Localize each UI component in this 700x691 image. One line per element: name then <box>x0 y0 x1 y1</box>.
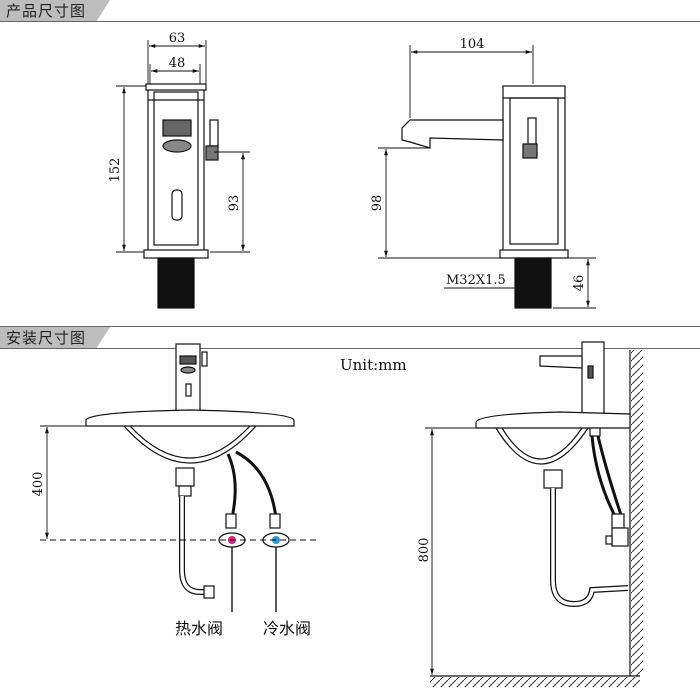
front-view-dimensions <box>116 40 250 253</box>
floor <box>430 675 640 687</box>
dim-width-body: 48 <box>169 56 186 71</box>
install-section-tab: 安装尺寸图 <box>0 327 111 349</box>
unit-label: Unit:mm <box>340 356 407 374</box>
dim-height-from-floor: 800 <box>417 538 432 563</box>
basin-side-install <box>475 341 631 608</box>
install-front-dimensions <box>40 425 320 541</box>
basin-front-install <box>85 343 295 612</box>
section-divider-top <box>0 21 700 22</box>
dim-spout-height: 98 <box>370 195 385 212</box>
side-view-dimensions <box>378 45 596 309</box>
dim-width-total: 63 <box>169 31 186 46</box>
section-divider-install <box>0 348 700 349</box>
cold-valve-label: 冷水阀 <box>263 619 311 638</box>
dim-shank-length: 46 <box>572 275 587 292</box>
install-side-dimensions <box>425 427 476 675</box>
hot-valve-label: 热水阀 <box>175 619 223 638</box>
faucet-front-view <box>143 83 219 309</box>
thread-label: M32X1.5 <box>446 273 506 288</box>
wall <box>629 350 643 676</box>
section-divider-middle <box>0 326 700 327</box>
faucet-side-view <box>401 85 569 309</box>
dim-height-sensor: 93 <box>227 195 242 212</box>
product-section-tab: 产品尺寸图 <box>0 0 111 22</box>
dim-height-above-valves: 400 <box>31 472 46 497</box>
dim-height-total: 152 <box>108 158 123 183</box>
dim-spout-length: 104 <box>460 37 485 52</box>
